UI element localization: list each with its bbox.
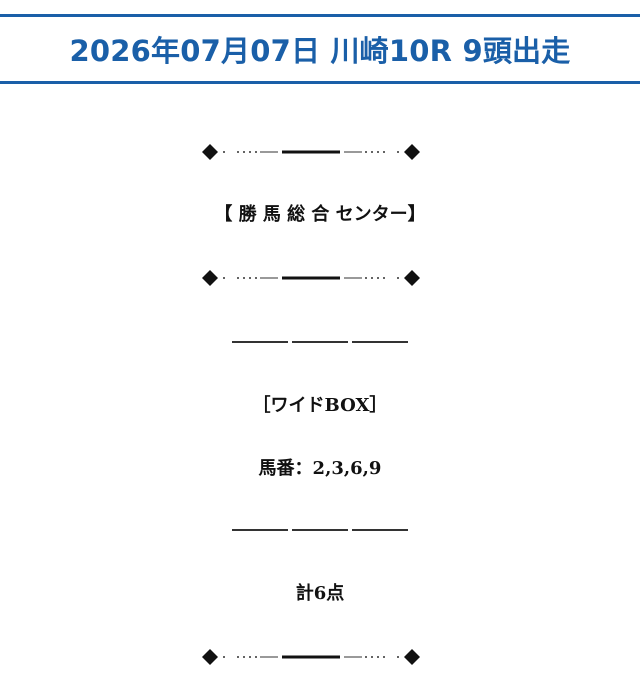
- ornament-divider: [0, 268, 640, 288]
- source-label: 【 勝 馬 総 合 センター】: [214, 204, 426, 225]
- separator-segment: [352, 341, 408, 343]
- ornament-divider: [0, 142, 640, 162]
- diamond-ornament-icon: [202, 270, 420, 286]
- bet-type: ［ワイドBOX］: [252, 395, 388, 416]
- separator-segment: [292, 529, 348, 531]
- horse-numbers: 馬番：2,3,6,9: [258, 458, 382, 479]
- total-points: 計6点: [295, 583, 345, 604]
- separator-segment: [292, 341, 348, 343]
- separator-segment: [232, 341, 288, 343]
- ornament-divider: [0, 647, 640, 667]
- separator-segment: [232, 529, 288, 531]
- page-title: 2026年07月07日 川崎10R 9頭出走: [69, 34, 571, 68]
- line-separator: [0, 340, 640, 344]
- separator-segment: [352, 529, 408, 531]
- diamond-ornament-icon: [202, 649, 420, 665]
- page-header: 2026年07月07日 川崎10R 9頭出走: [0, 14, 640, 84]
- diamond-ornament-icon: [202, 144, 420, 160]
- line-separator: [0, 528, 640, 532]
